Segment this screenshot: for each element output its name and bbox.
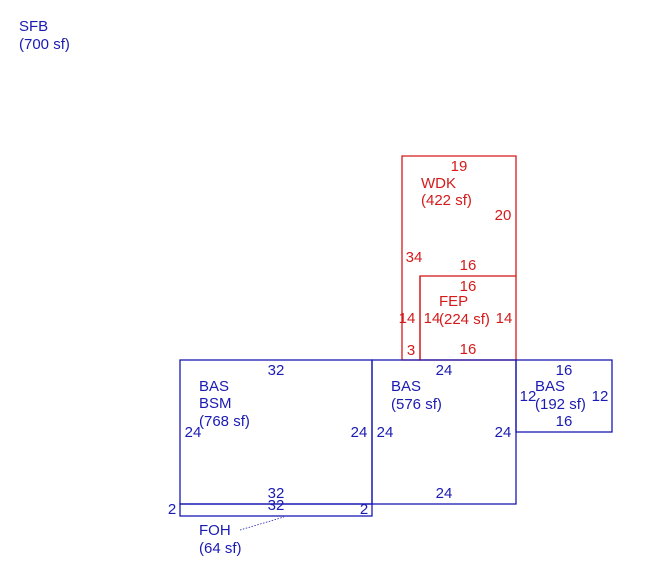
- wdk-dim-right: 20: [495, 207, 512, 224]
- bas-bsm-code1: BAS: [199, 378, 229, 395]
- wdk-dim-stub: 3: [407, 342, 415, 359]
- fep-dim-bottom: 16: [460, 341, 477, 358]
- foh-dim-right: 2: [360, 501, 368, 518]
- bas-bsm-dim-right: 24: [351, 424, 368, 441]
- bas-mid-area: (576 sf): [391, 396, 442, 413]
- bas-bsm-code2: BSM: [199, 395, 232, 412]
- bas-bsm-dim-bottom: 32: [268, 485, 285, 502]
- bas-right-dim-right: 12: [592, 388, 609, 405]
- bas-mid-dim-bottom: 24: [436, 485, 453, 502]
- fep-area: (224 sf): [439, 311, 490, 328]
- wdk-area: (422 sf): [421, 192, 472, 209]
- bas-mid-dim-top: 24: [436, 362, 453, 379]
- sfb-code: SFB: [19, 18, 48, 35]
- bas-bsm-dim-left: 24: [185, 424, 202, 441]
- bas-bsm-area: (768 sf): [199, 413, 250, 430]
- bas-mid-dim-right: 24: [495, 424, 512, 441]
- fep-code: FEP: [439, 293, 468, 310]
- foh-outline: [179, 503, 373, 517]
- bas-right-area: (192 sf): [535, 396, 586, 413]
- foh-dim-left: 2: [168, 501, 176, 518]
- wdk-code: WDK: [421, 175, 456, 192]
- fep-dim-right: 14: [496, 310, 513, 327]
- bas-right-dim-left: 12: [520, 388, 537, 405]
- fep-dim-outer-left: 14: [399, 310, 416, 327]
- foh-dim-top: 32: [268, 497, 285, 514]
- bas-right-code: BAS: [535, 378, 565, 395]
- bas-mid-code: BAS: [391, 378, 421, 395]
- bas-mid-dim-left: 24: [377, 424, 394, 441]
- wdk-dim-top: 19: [451, 158, 468, 175]
- bas-right-dim-bottom: 16: [556, 413, 573, 430]
- sfb-area: (700 sf): [19, 36, 70, 53]
- bas-right-outline: [515, 359, 613, 433]
- foh-code: FOH: [199, 522, 231, 539]
- fep-dim-left: 14: [424, 310, 441, 327]
- bas-right-dim-top: 16: [556, 362, 573, 379]
- bas-bsm-dim-top: 32: [268, 362, 285, 379]
- wdk-dim-left: 34: [406, 249, 423, 266]
- foh-leader-line: [239, 516, 285, 531]
- fep-dim-top: 16: [460, 278, 477, 295]
- wdk-dim-bottom: 16: [460, 257, 477, 274]
- foh-area: (64 sf): [199, 540, 242, 557]
